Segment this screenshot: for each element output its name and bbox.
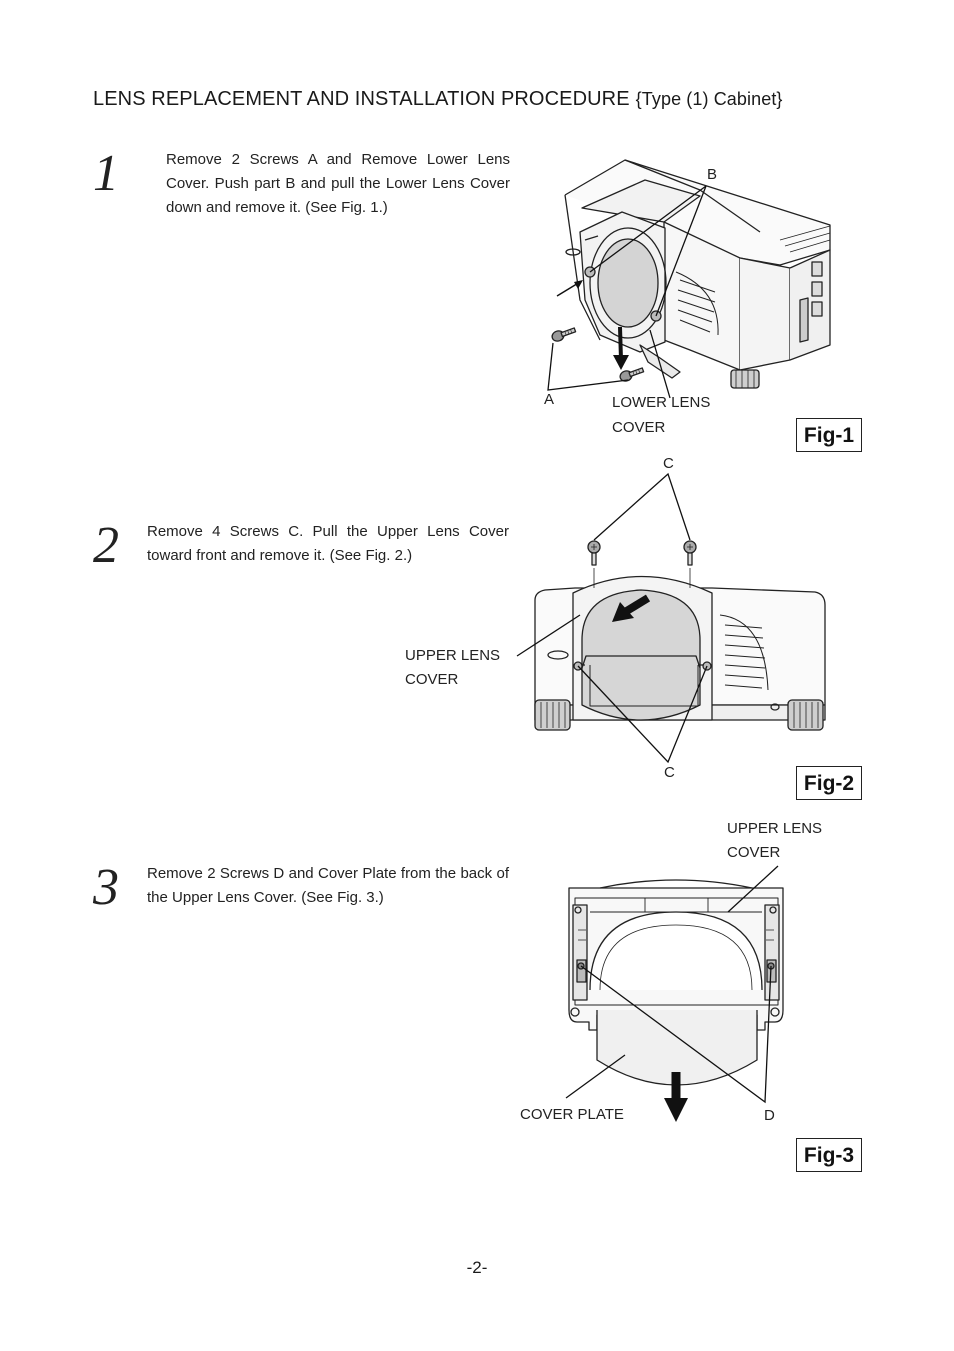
step-1-number: 1: [93, 145, 119, 202]
title-main: LENS REPLACEMENT AND INSTALLATION PROCED…: [93, 88, 630, 110]
fig3-caption: Fig-3: [796, 1138, 862, 1172]
fig2-label-c-bottom: C: [664, 764, 675, 781]
step-3-text: Remove 2 Screws D and Cover Plate from t…: [147, 865, 509, 906]
fig1-label-a: A: [544, 391, 555, 408]
fig3-label-upper-lens-1: UPPER LENS: [727, 820, 823, 837]
fig3-label-d: D: [764, 1107, 775, 1124]
fig3-label-cover-plate: COVER PLATE: [520, 1106, 624, 1123]
fig2-label-upper-lens-1: UPPER LENS: [405, 647, 501, 664]
fig3-cover-plate-illustration: [565, 865, 784, 1122]
fig1-projector-lower-cover-illustration: [547, 159, 831, 399]
fig2-label-upper-lens-2: COVER: [405, 671, 459, 688]
step-3-number: 3: [93, 859, 119, 916]
fig1-caption: Fig-1: [796, 418, 862, 452]
page-title: LENS REPLACEMENT AND INSTALLATION PROCED…: [93, 88, 783, 111]
step-1-text: Remove 2 Screws A and Remove Lower Lens …: [166, 151, 510, 216]
fig1-label-lower-lens-1: LOWER LENS: [612, 394, 711, 411]
step-2-number: 2: [93, 517, 119, 574]
title-subtitle: {Type (1) Cabinet}: [635, 89, 783, 109]
step-2-text: Remove 4 Screws C. Pull the Upper Lens C…: [147, 523, 509, 564]
fig2-caption: Fig-2: [796, 766, 862, 800]
fig2-label-c-top: C: [663, 455, 674, 472]
fig1-label-lower-lens-2: COVER: [612, 419, 666, 436]
page-number: -2-: [466, 1258, 488, 1277]
fig2-projector-upper-cover-illustration: [516, 472, 826, 764]
fig1-label-b: B: [707, 166, 718, 183]
fig3-label-upper-lens-2: COVER: [727, 844, 781, 861]
